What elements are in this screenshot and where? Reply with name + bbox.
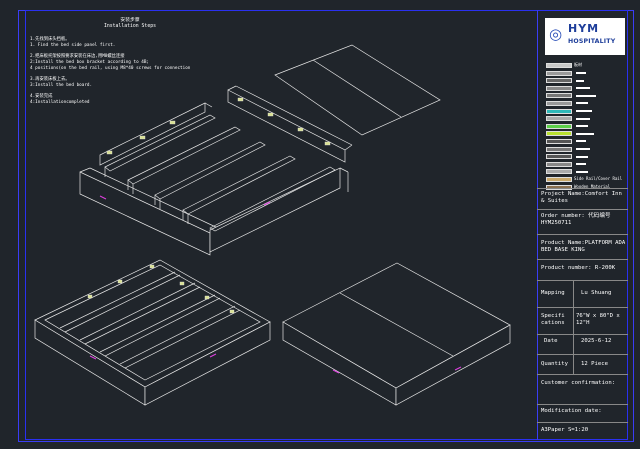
legend-row [541, 130, 631, 138]
step-4: 4.安装完成 4:Installationcompleted [30, 94, 90, 105]
legend-label: 板材 [574, 62, 582, 67]
exploded-assembly [79, 85, 353, 256]
logo-sub: HOSPITALITY [568, 38, 616, 45]
legend-row [541, 153, 631, 161]
legend-row-wide: Side Rail/Cover Rail [541, 176, 631, 184]
legend-row [541, 70, 631, 78]
quantity-row: Quantity 12 Piece [537, 354, 628, 374]
legend-row [541, 115, 631, 123]
legend-wide2: Wooden Material [574, 183, 611, 189]
hardware-brackets [87, 97, 331, 314]
legend-row [541, 146, 631, 154]
logo-name: HYM [568, 22, 600, 35]
paper-scale: A3Paper S=1:20 [537, 422, 628, 440]
legend-row [541, 168, 631, 176]
step-1: 1.先找到床头挡板。 1. Find the bed side panel fi… [30, 37, 116, 48]
legend-row [541, 92, 631, 100]
mapping-row: Mapping Lu Shuang [537, 280, 628, 307]
step-2: 2.把床板托架按照要求安装在床边,用M8螺丝连接 2:Install the b… [30, 54, 191, 71]
quantity-label: Quantity [541, 361, 568, 367]
company-logo: ◎ HYM HOSPITALITY [545, 18, 625, 55]
order-number: Order number: 代码编号HYM250711 [537, 209, 628, 234]
legend-row [541, 77, 631, 85]
date-value: 2025-6-12 [581, 338, 612, 344]
legend-row [541, 138, 631, 146]
steps-title: 安装步骤 Installation Steps [104, 18, 156, 29]
quantity-value: 12 Piece [581, 361, 608, 367]
spec-row: Specifi cations 76"W x 80"D x 12"H [537, 307, 628, 334]
assembled-frame [34, 259, 271, 406]
installation-steps: 安装步骤 Installation Steps 1.先找到床头挡板。 1. Fi… [30, 18, 230, 112]
step-3: 3.再安装床板上去。 3:Install the bed board. [30, 77, 93, 88]
date-label: Date [544, 338, 558, 344]
project-name: Project Name:Comfort Inn & Suites [537, 188, 628, 209]
legend-row [541, 85, 631, 93]
logo-mark-icon: ◎ [549, 25, 563, 43]
legend-row [541, 108, 631, 116]
legend-wide1: Side Rail/Cover Rail [574, 175, 623, 181]
magenta-markers [89, 195, 462, 374]
legend-row: 板材 [541, 62, 631, 70]
finished-bed [282, 262, 511, 406]
legend-row [541, 100, 631, 108]
drawing-inner-border [25, 10, 628, 440]
spec-label: Specifi cations [541, 313, 565, 326]
legend-row [541, 161, 631, 169]
customer-confirmation: Customer confirmation: [537, 374, 628, 404]
date-row: Date 2025-6-12 [537, 334, 628, 354]
material-legend: 板材 Side Rail/Cover Rail Wooden Material [541, 62, 631, 191]
spec-value: 76"W x 80"D x 12"H [576, 313, 620, 326]
product-name: Product Name:PLATFORM ADA BED BASE KING [537, 234, 628, 259]
modification-date: Modification date: [537, 404, 628, 422]
mapping-label: Mapping [541, 290, 565, 296]
title-block [537, 10, 628, 440]
platform-top-panels [274, 44, 441, 136]
product-number: Product number: R-200K [537, 259, 628, 280]
legend-row [541, 123, 631, 131]
mapping-value: Lu Shuang [581, 290, 612, 296]
legend-row-wide: Wooden Material [541, 184, 631, 192]
